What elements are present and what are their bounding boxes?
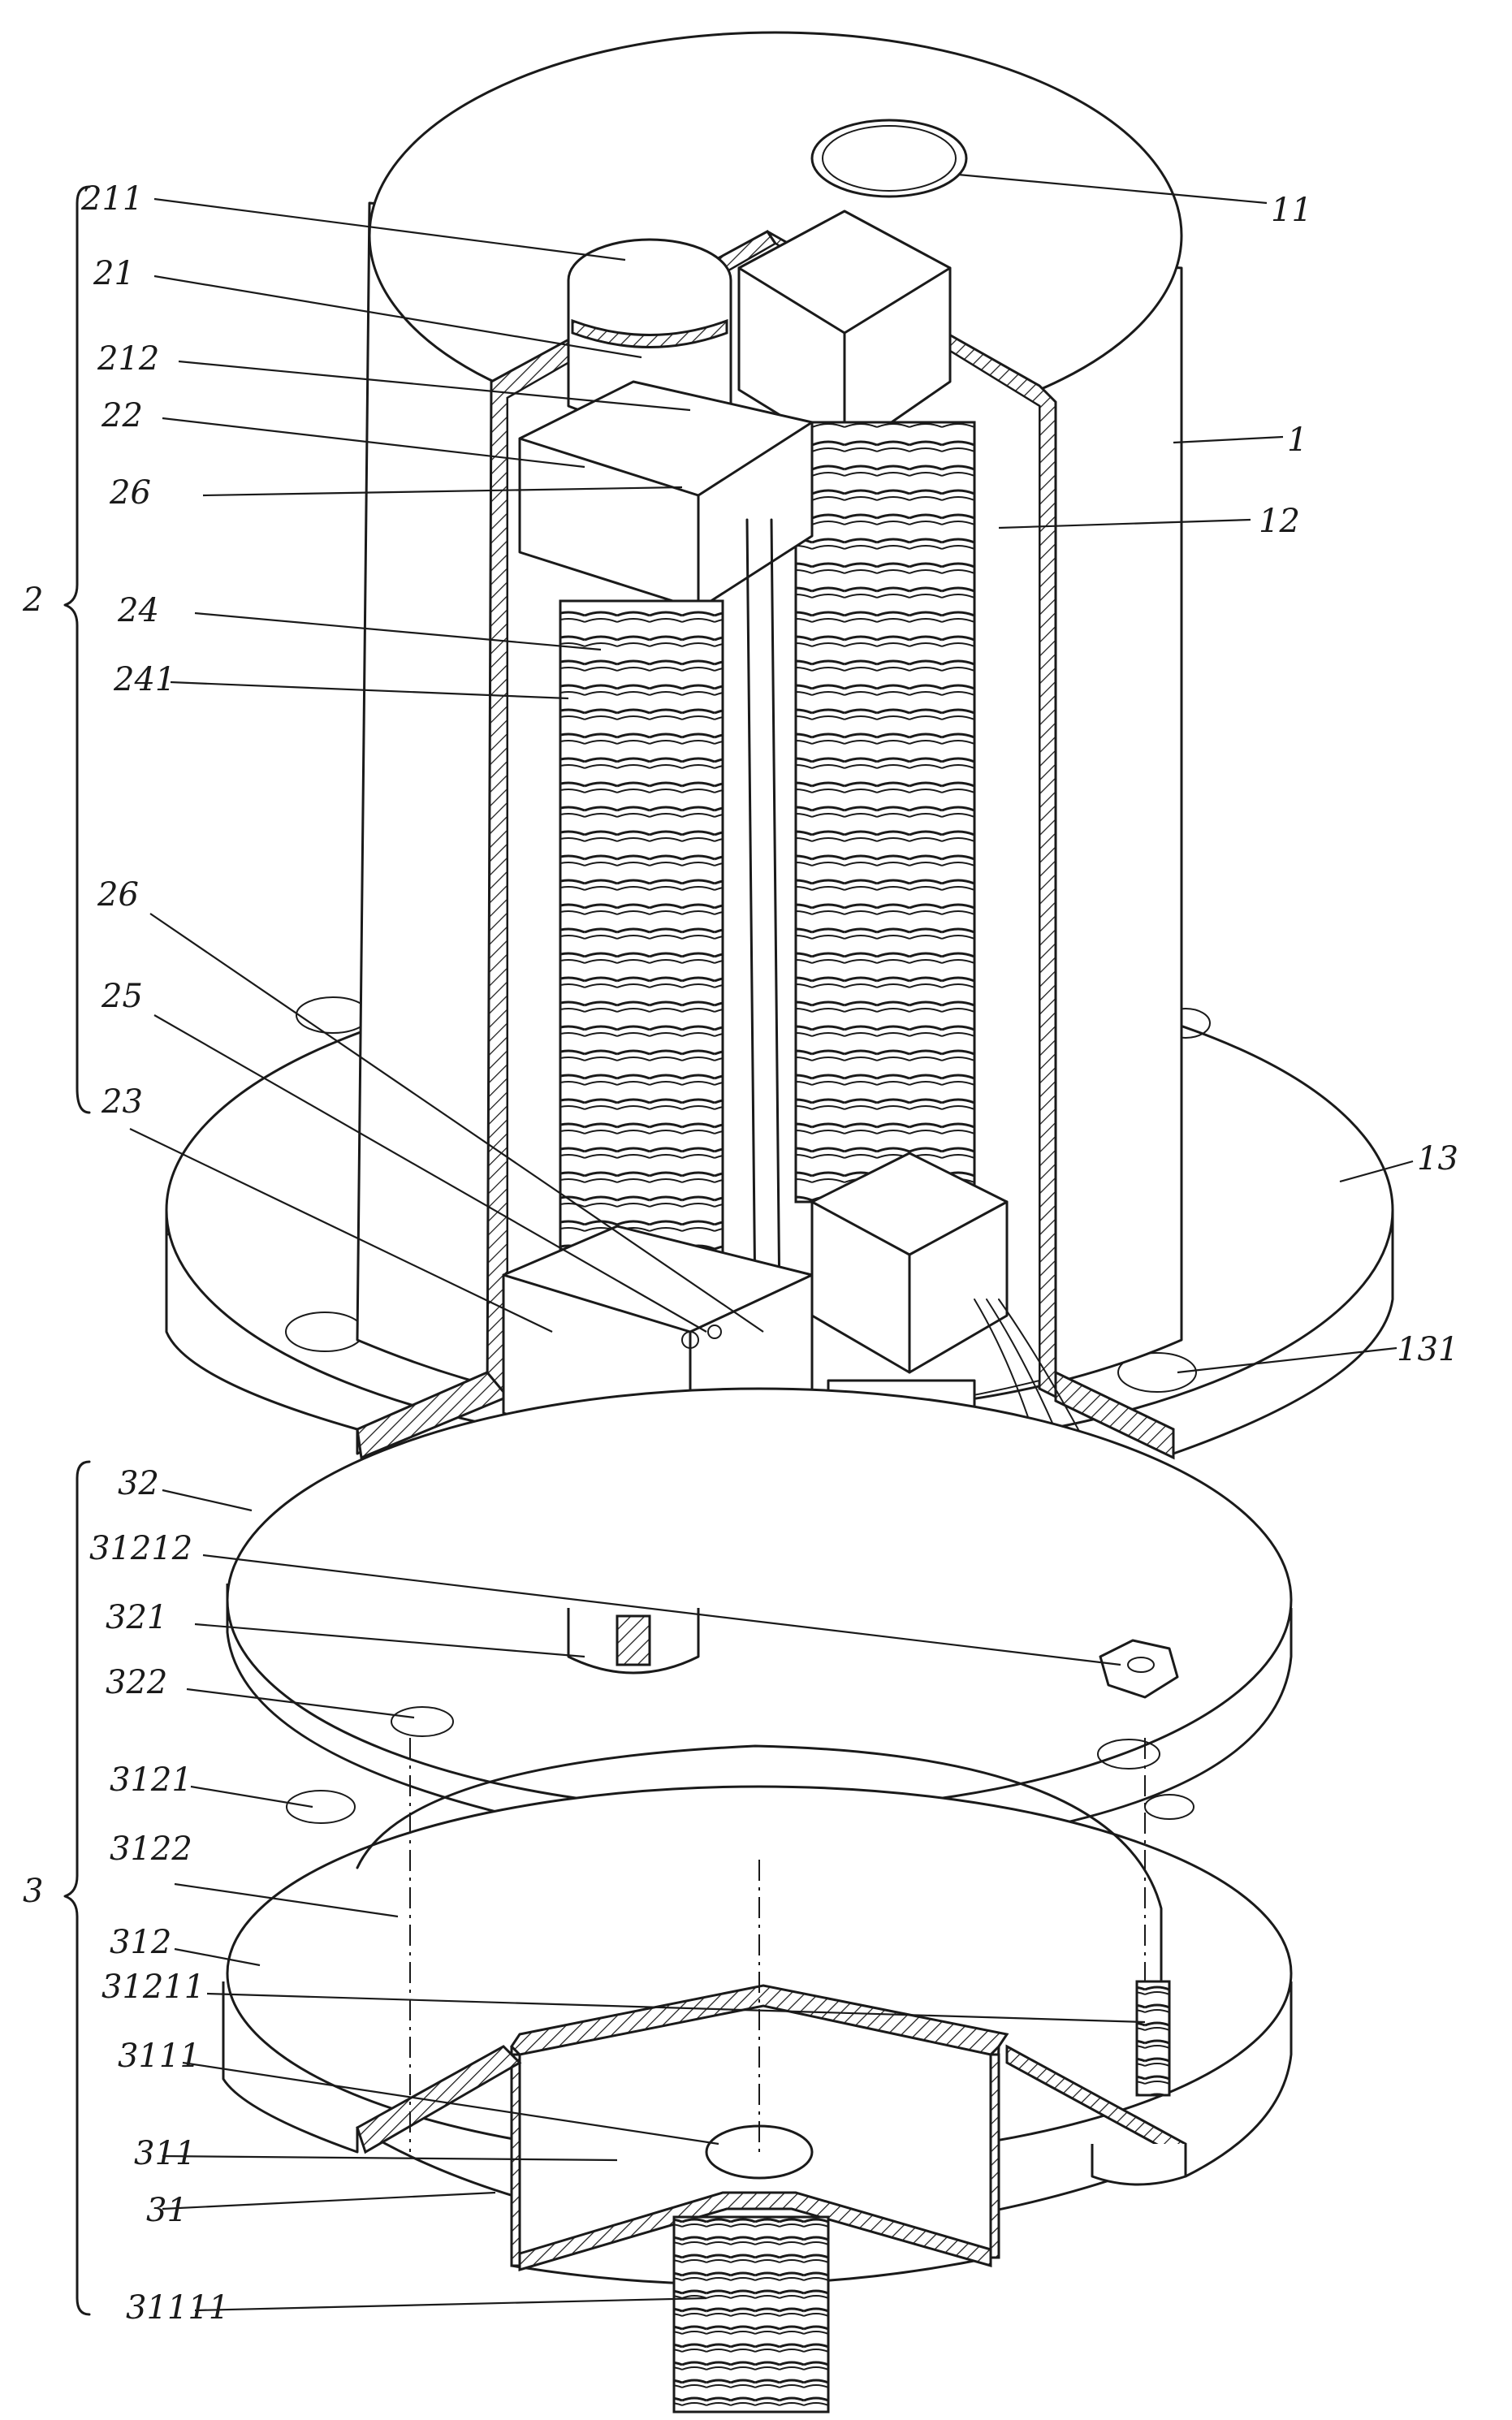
- label-1: 1: [1287, 421, 1307, 459]
- label-22: 22: [101, 397, 143, 434]
- label-31111: 31111: [126, 2289, 229, 2327]
- left-coil-24: [559, 599, 724, 1333]
- leader-lines: [129, 173, 1414, 2312]
- label-3121: 3121: [110, 1761, 192, 1799]
- label-321: 321: [106, 1599, 167, 1636]
- top-block-22: [518, 380, 814, 611]
- callout-labels: 2 3 211 21 212 22 26 24 241 26 25 23 32 …: [22, 180, 1458, 2327]
- flange-hole-3: [1117, 1352, 1197, 1393]
- brace-group-2: [63, 185, 91, 1114]
- hole-322: [391, 1706, 454, 1737]
- label-212: 212: [97, 340, 159, 378]
- label-26-top: 26: [109, 474, 151, 512]
- group-label-3: 3: [23, 1873, 43, 1910]
- hole-cover-3: [1097, 1739, 1160, 1770]
- label-25: 25: [101, 978, 143, 1015]
- label-31: 31: [146, 2192, 188, 2229]
- label-311: 311: [134, 2135, 196, 2172]
- label-3111: 3111: [118, 2038, 201, 2075]
- label-131: 131: [1397, 1331, 1458, 1368]
- label-241: 241: [113, 661, 175, 698]
- label-12: 12: [1259, 503, 1300, 540]
- threaded-stud-31111: [672, 2215, 830, 2414]
- base: [222, 1738, 1293, 2414]
- label-211: 211: [80, 180, 143, 218]
- label-31212: 31212: [89, 1530, 192, 1567]
- label-312: 312: [110, 1924, 171, 1961]
- label-23: 23: [101, 1083, 143, 1121]
- brace-group-3: [63, 1460, 91, 2316]
- top-port: [810, 119, 968, 198]
- label-3122: 3122: [110, 1830, 192, 1868]
- label-24: 24: [117, 592, 159, 629]
- cutaway-flange-right: [1054, 1370, 1175, 1460]
- label-26-bottom: 26: [97, 876, 139, 914]
- label-322: 322: [106, 1664, 167, 1701]
- hole-3121: [286, 1790, 356, 1824]
- nut: [1099, 1639, 1179, 1699]
- group-label-2: 2: [22, 581, 43, 619]
- label-32: 32: [118, 1465, 159, 1502]
- label-21: 21: [93, 255, 135, 292]
- bolt-31211: [1135, 1980, 1171, 2097]
- label-13: 13: [1417, 1140, 1458, 1178]
- label-11: 11: [1271, 192, 1312, 229]
- flange-hole-1: [296, 996, 370, 1034]
- right-coil: [794, 421, 976, 1204]
- cover-plate-top: [226, 1387, 1293, 1813]
- label-31211: 31211: [102, 1968, 205, 2006]
